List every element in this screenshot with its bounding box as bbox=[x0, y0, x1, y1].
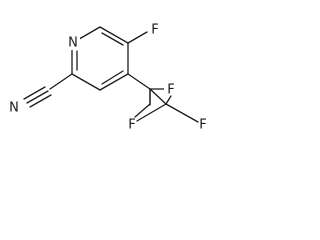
double-bond-c4-c3 bbox=[101, 70, 124, 85]
nitrile-nitrogen-label: N bbox=[9, 101, 19, 116]
cf3-fluorine-right-label: F bbox=[167, 83, 174, 98]
cf3-fluorine-far-label: F bbox=[199, 118, 206, 133]
double-bond-c6-c5 bbox=[101, 32, 124, 46]
bond-cf3-f-bottom bbox=[134, 103, 151, 118]
nitrile-bond-2 bbox=[23, 86, 46, 100]
bond-c5-f bbox=[127, 31, 148, 44]
nitrile-bond-1 bbox=[26, 90, 49, 104]
bond-c3-c2 bbox=[71, 73, 101, 91]
bond-cf3-core bbox=[149, 88, 167, 105]
ring-nitrogen-label: N bbox=[68, 36, 78, 51]
ring-nitrogen-bg bbox=[66, 36, 80, 50]
substituent-bonds bbox=[23, 31, 172, 118]
cf3-fluorine-bottom-label: F bbox=[128, 118, 135, 133]
cf3-fluorine-right-bg bbox=[164, 83, 178, 97]
bond-c4-cf3 bbox=[127, 73, 151, 90]
bond-c4-c3 bbox=[99, 73, 129, 91]
bond-cf3-f-low bbox=[136, 103, 167, 122]
cf3-fluorine-far-bg bbox=[196, 118, 210, 132]
nitrile-nitrogen-bg bbox=[7, 101, 21, 115]
bond-c6-c5 bbox=[99, 26, 129, 44]
bond-c2-cn bbox=[49, 73, 73, 90]
ring-fluorine-label: F bbox=[151, 23, 158, 38]
bond-cf3-f-far bbox=[165, 103, 199, 123]
nitrile-bond-3 bbox=[29, 94, 52, 108]
atom-labels: N F N F F F bbox=[7, 23, 210, 133]
ring-fluorine-bg bbox=[148, 23, 162, 37]
cf3-fluorine-bottom-bg bbox=[125, 118, 139, 132]
chemical-structure-diagram: N F N F F F bbox=[0, 0, 224, 138]
cf3-extra-bonds bbox=[136, 88, 199, 123]
bond-cf3-f-up bbox=[165, 95, 172, 105]
structure-canvas: N F N F F F bbox=[0, 0, 224, 138]
